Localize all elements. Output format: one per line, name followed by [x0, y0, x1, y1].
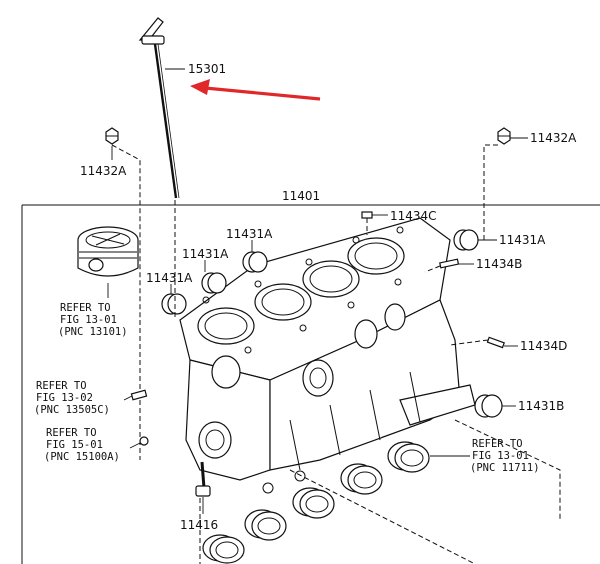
plug-11431a-1-label: 11431A [226, 227, 273, 241]
pin-11434b [424, 258, 474, 273]
plug-11431a-1 [242, 240, 268, 273]
block-frame [21, 204, 600, 564]
piston [77, 226, 139, 298]
bearing-ref-line3: (PNC 11711) [470, 462, 540, 474]
bearing-3 [292, 487, 335, 519]
ref-13-02-line2: FIG 13-02 [36, 392, 93, 404]
bolt-11416 [195, 461, 211, 514]
nut-top-right-label: 11432A [530, 131, 577, 145]
bearing-ref-line1: REFER TO [472, 438, 523, 450]
engine-block [179, 217, 476, 494]
red-arrow-icon [190, 79, 321, 101]
ref-13-02-bolt [123, 389, 148, 401]
plug-11431b [474, 394, 516, 418]
piston-ref-line1: REFER TO [60, 302, 111, 314]
bolt-11434c-label: 11434C [390, 209, 437, 223]
ref-13-02-line3: (PNC 13505C) [34, 404, 110, 416]
piston-ref-line3: (PNC 13101) [58, 326, 128, 338]
plug-11431a-4 [453, 229, 497, 251]
plug-11431a-3-label: 11431A [146, 271, 193, 285]
block-part-number: 11401 [282, 189, 320, 203]
ref-13-02-line1: REFER TO [36, 380, 87, 392]
bearing-5 [202, 534, 245, 564]
plug-11431a-2 [201, 260, 227, 294]
assembly-dashed-lines [111, 144, 561, 564]
pin-11434d-label: 11434D [520, 339, 567, 353]
bearing-ref-line2: FIG 13-01 [472, 450, 529, 462]
dipstick-part-number: 15301 [188, 62, 226, 76]
ref-15-01-line2: FIG 15-01 [46, 439, 103, 451]
ref-15-01-line3: (PNC 15100A) [44, 451, 120, 463]
dipstick [138, 17, 185, 199]
piston-ref-line2: FIG 13-01 [60, 314, 117, 326]
pin-11434d [449, 336, 518, 349]
bearing-1 [387, 441, 430, 473]
bearing-4 [244, 509, 287, 541]
plug-11431a-3 [161, 284, 187, 315]
main-bearings [202, 441, 470, 564]
ref-15-01-line1: REFER TO [46, 427, 97, 439]
plug-11431a-2-label: 11431A [182, 247, 229, 261]
nut-top-left-label: 11432A [80, 164, 127, 178]
pin-11434b-label: 11434B [476, 257, 522, 271]
ref-15-01-part [129, 436, 149, 449]
bolt-11416-label: 11416 [180, 518, 218, 532]
plug-11431a-4-label: 11431A [499, 233, 546, 247]
plug-11431b-label: 11431B [518, 399, 564, 413]
nut-top-right [483, 127, 528, 240]
nut-top-left [105, 127, 119, 160]
bolt-11434c [361, 211, 388, 235]
bearing-2 [340, 463, 383, 495]
